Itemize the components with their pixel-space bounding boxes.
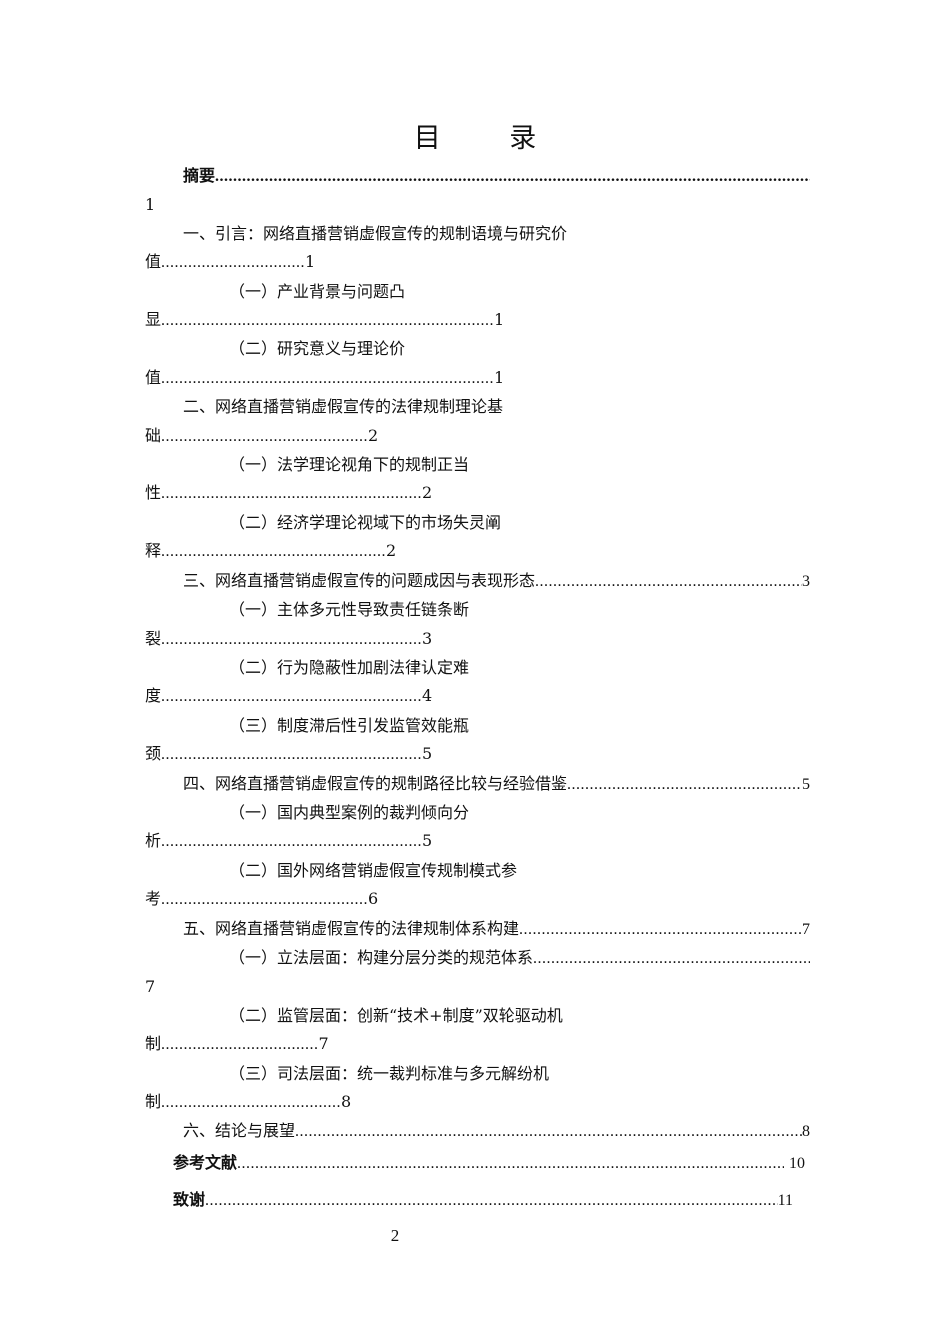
- toc-entry-label: 摘要: [183, 166, 216, 185]
- toc-title: 目 录: [413, 123, 567, 154]
- toc-entry-page: 5: [422, 831, 433, 851]
- toc-entry[interactable]: （二）经济学理论视域下的市场失灵阐 释.....................…: [145, 509, 810, 567]
- toc-entry-label: （三）制度滞后性引发监管效能瓶: [229, 715, 470, 735]
- toc-entry-page: 3: [422, 628, 433, 648]
- leader-dots: ........................................…: [161, 688, 423, 706]
- toc-entry[interactable]: （二）国外网络营销虚假宣传规制模式参 考....................…: [145, 857, 810, 915]
- toc-entry-abstract[interactable]: 摘要 1: [145, 162, 810, 220]
- toc-entry-references[interactable]: 参考文献 10: [145, 1149, 810, 1178]
- leader-dots: ........................................…: [161, 543, 387, 561]
- table-of-contents: 摘要 1 一、引言：网络直播营销虚假宣传的规制语境与研究价 值.........…: [145, 162, 810, 1216]
- toc-entry-page: 6: [368, 889, 379, 909]
- leader-dots: ........................................…: [161, 630, 423, 648]
- leader-dots: ........................................…: [161, 746, 423, 764]
- leader-dots: ........................................…: [161, 891, 369, 909]
- toc-entry[interactable]: （一）产业背景与问题凸 显...........................…: [145, 278, 810, 336]
- toc-entry-label: 五、网络直播营销虚假宣传的法律规制体系构建: [183, 918, 520, 938]
- leader-dots: ........................................…: [161, 485, 423, 503]
- toc-entry-label: 四、网络直播营销虚假宣传的规制路径比较与经验借鉴: [183, 773, 568, 793]
- toc-entry-label: （一）法学理论视角下的规制正当: [229, 455, 470, 475]
- toc-entry-page: 7: [318, 1034, 329, 1054]
- toc-entry[interactable]: （一）主体多元性导致责任链条断 裂.......................…: [145, 596, 810, 654]
- toc-entry-label: （二）监管层面：创新“技术+制度”双轮驱动机: [229, 1005, 563, 1025]
- toc-entry-page: 1: [494, 310, 505, 330]
- leader-dots: ...................................: [161, 1036, 319, 1054]
- leader-dots: [237, 1150, 784, 1178]
- toc-entry-page: 8: [341, 1092, 352, 1111]
- toc-entry-page: 3: [802, 572, 810, 590]
- toc-entry-page: 5: [422, 744, 433, 764]
- leader-dots: ........................................…: [161, 369, 495, 387]
- toc-entry-label: 三、网络直播营销虚假宣传的问题成因与表现形态: [183, 570, 536, 590]
- toc-entry-label: （二）研究意义与理论价: [229, 339, 406, 359]
- toc-entry-label: （二）经济学理论视域下的市场失灵阐: [229, 512, 502, 532]
- toc-entry[interactable]: （二）监管层面：创新“技术+制度”双轮驱动机 制................…: [145, 1002, 810, 1060]
- toc-entry-page: 1: [305, 252, 316, 272]
- toc-entry[interactable]: 五、网络直播营销虚假宣传的法律规制体系构建 7: [145, 915, 810, 944]
- toc-entry-label: （二）国外网络营销虚假宣传规制模式参: [229, 860, 518, 880]
- page-number: 2: [390, 1226, 400, 1245]
- toc-entry[interactable]: 一、引言：网络直播营销虚假宣传的规制语境与研究价 值..............…: [145, 220, 810, 278]
- toc-entry[interactable]: 六、结论与展望 8: [145, 1117, 810, 1146]
- toc-entry[interactable]: （二）研究意义与理论价 值...........................…: [145, 335, 810, 393]
- toc-entry-page: 10: [789, 1154, 805, 1172]
- toc-entry-label: （一）产业背景与问题凸: [229, 281, 406, 301]
- toc-entry-page: 4: [422, 686, 433, 706]
- toc-entry-page: 1: [494, 367, 505, 387]
- toc-entry[interactable]: （一）国内典型案例的裁判倾向分 析.......................…: [145, 799, 810, 857]
- toc-entry-page: 5: [802, 775, 810, 793]
- toc-entry[interactable]: 三、网络直播营销虚假宣传的问题成因与表现形态 3: [145, 567, 810, 596]
- toc-entry-label: 二、网络直播营销虚假宣传的法律规制理论基: [183, 397, 504, 417]
- toc-entry-label: 参考文献: [173, 1152, 238, 1172]
- toc-entry-page: 8: [802, 1123, 810, 1141]
- toc-entry-page: 2: [368, 425, 379, 445]
- leader-dots: [567, 771, 802, 799]
- toc-entry-label: 一、引言：网络直播营销虚假宣传的规制语境与研究价: [183, 223, 568, 243]
- toc-entry-acknowledgements[interactable]: 致谢 11: [145, 1186, 810, 1215]
- leader-dots: [205, 1187, 778, 1215]
- toc-entry[interactable]: （三）制度滞后性引发监管效能瓶 颈.......................…: [145, 712, 810, 770]
- toc-entry-page: 2: [422, 483, 433, 503]
- toc-entry-page: 7: [802, 920, 810, 938]
- leader-dots: ........................................…: [161, 833, 423, 851]
- toc-entry-page: 1: [145, 195, 156, 215]
- leader-dots: [533, 945, 810, 973]
- leader-dots: ........................................: [161, 1094, 342, 1111]
- toc-entry-label: 致谢: [173, 1190, 206, 1210]
- toc-entry[interactable]: （一）法学理论视角下的规制正当 性.......................…: [145, 451, 810, 509]
- leader-dots: [215, 163, 810, 191]
- toc-entry-label: （一）立法层面：构建分层分类的规范体系: [229, 947, 534, 967]
- toc-entry-label: （一）主体多元性导致责任链条断: [229, 600, 470, 620]
- toc-entry[interactable]: （三）司法层面：统一裁判标准与多元解纷机 制..................…: [145, 1060, 810, 1118]
- leader-dots: [295, 1118, 802, 1146]
- toc-entry-page: 11: [777, 1192, 793, 1210]
- leader-dots: ........................................…: [161, 427, 369, 445]
- leader-dots: [519, 916, 802, 944]
- toc-entry[interactable]: （一）立法层面：构建分层分类的规范体系 7: [145, 944, 810, 1002]
- toc-entry[interactable]: 二、网络直播营销虚假宣传的法律规制理论基 础..................…: [145, 393, 810, 451]
- toc-entry-label: （二）行为隐蔽性加剧法律认定难: [229, 657, 470, 677]
- toc-entry-label: （三）司法层面：统一裁判标准与多元解纷机: [229, 1063, 550, 1083]
- toc-entry-label: （一）国内典型案例的裁判倾向分: [229, 802, 470, 822]
- toc-entry[interactable]: （二）行为隐蔽性加剧法律认定难 度.......................…: [145, 654, 810, 712]
- toc-entry-label: 六、结论与展望: [183, 1121, 296, 1141]
- leader-dots: [535, 568, 802, 596]
- leader-dots: ........................................…: [161, 312, 495, 330]
- leader-dots: ................................: [161, 254, 306, 272]
- toc-entry-page: 7: [145, 977, 156, 997]
- toc-entry[interactable]: 四、网络直播营销虚假宣传的规制路径比较与经验借鉴 5: [145, 770, 810, 799]
- toc-entry-page: 2: [386, 541, 397, 561]
